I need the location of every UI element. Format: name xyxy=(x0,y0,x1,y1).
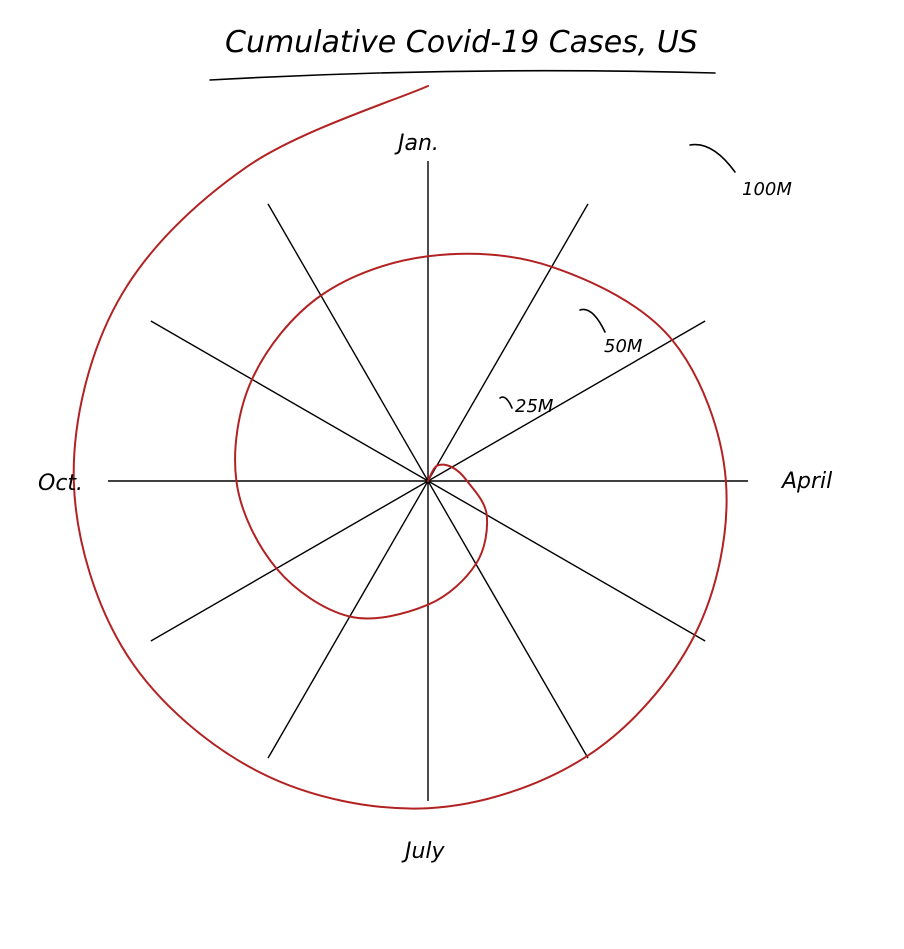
ring-label: 100M xyxy=(742,179,792,200)
title-underline xyxy=(209,69,716,81)
axis-label-bottom: July xyxy=(401,839,446,864)
ring-label-group: 25M 50M 100M xyxy=(499,143,792,417)
axis-label-top: Jan. xyxy=(394,131,439,156)
ring-label-tick xyxy=(689,143,736,173)
ring-label-tick xyxy=(579,308,606,333)
ring-label: 50M xyxy=(604,336,643,357)
ring-label: 25M xyxy=(515,396,554,417)
spiral-series-line xyxy=(72,85,728,810)
axis-label-left: Oct. xyxy=(38,471,83,496)
ring-label-tick xyxy=(499,396,513,409)
axis-label-right: April xyxy=(780,469,832,494)
chart-title: Cumulative Covid-19 Cases, US xyxy=(225,25,698,60)
